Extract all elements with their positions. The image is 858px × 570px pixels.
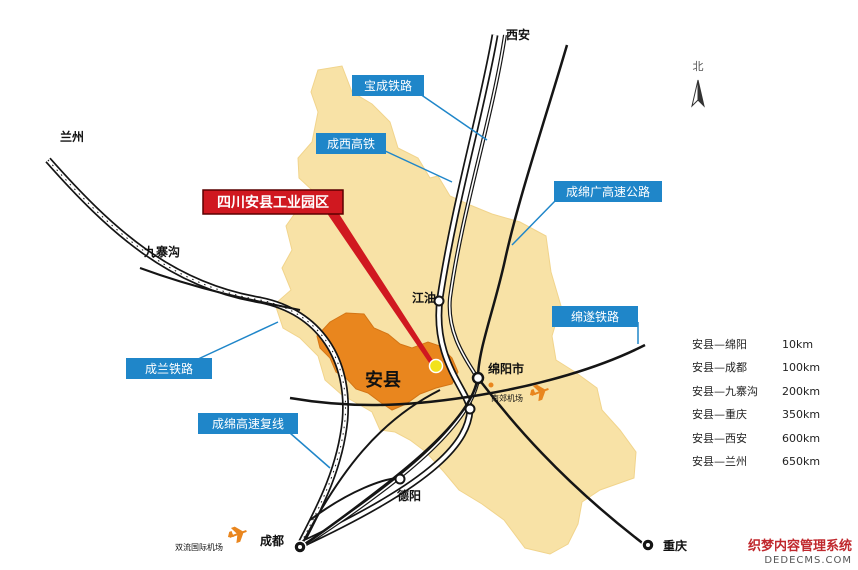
airport-label-shuangliu: 双流国际机场 <box>175 542 223 552</box>
jiuzhaigou-road <box>139 267 301 311</box>
callout-chenglan-label: 成兰铁路 <box>145 361 193 376</box>
compass: 北 <box>691 60 705 108</box>
city-label-chongqing: 重庆 <box>663 538 687 553</box>
callout-chengxi: 成西高铁 <box>316 133 386 154</box>
distance-route: 安县—西安 <box>692 431 747 445</box>
distance-route: 安县—成都 <box>692 361 747 375</box>
city-label-xian: 西安 <box>506 27 530 42</box>
airplane-icon <box>227 526 247 544</box>
airport-label-nanjiao: 南郊机场 <box>491 393 523 403</box>
title-pointer <box>322 206 436 367</box>
callout-chengmian-double: 成绵高速复线 <box>198 413 298 434</box>
nanjiao-airport-dot <box>488 382 494 388</box>
distance-value: 650km <box>782 454 821 468</box>
city-label-jiuzhaigou: 九寨沟 <box>143 244 180 259</box>
callout-baocheng-label: 宝成铁路 <box>364 78 412 93</box>
chengmianguang-expressway <box>299 44 569 550</box>
callout-suining: 绵遂铁路 <box>552 306 638 327</box>
suining-railway <box>289 343 646 407</box>
callout-chenglan: 成兰铁路 <box>126 358 212 379</box>
district-label: 安县 <box>365 369 401 391</box>
chongqing-road <box>477 377 646 546</box>
city-label-deyang: 德阳 <box>397 488 421 503</box>
city-label-chengdu: 成都 <box>260 533 284 548</box>
city-label-mianyang: 绵阳市 <box>488 361 524 376</box>
callout-chengmian-double-label: 成绵高速复线 <box>212 416 284 431</box>
distance-route: 安县—绵阳 <box>692 338 747 351</box>
distance-route: 安县—兰州 <box>692 454 747 468</box>
callout-chengxi-label: 成西高铁 <box>327 136 375 151</box>
distance-row: 安县—九寨沟 200km <box>692 380 842 403</box>
distance-value: 200km <box>782 384 821 398</box>
chengxi-railway <box>298 34 507 550</box>
watermark-line2: DEDECMS.COM <box>764 554 852 566</box>
distance-route: 安县—九寨沟 <box>692 384 758 398</box>
park-marker <box>428 358 444 374</box>
park-title: 四川安县工业园区 <box>202 189 344 215</box>
distance-route: 安县—重庆 <box>692 408 747 422</box>
station-deyang <box>394 473 406 485</box>
watermark: 织梦内容管理系统 DEDECMS.COM <box>747 538 852 566</box>
distance-value: 600km <box>782 431 821 445</box>
callout-suining-label: 绵遂铁路 <box>571 309 619 324</box>
station-junction <box>464 403 476 415</box>
distance-row: 安县—绵阳 10km <box>692 333 842 356</box>
airplane-icon <box>529 384 549 402</box>
city-label-jiangyou: 江油 <box>412 290 436 305</box>
city-label-lanzhou: 兰州 <box>60 129 84 144</box>
distance-table: 安县—绵阳 10km 安县—成都 100km 安县—九寨沟 200km 安县—重庆 350km… <box>692 333 842 473</box>
distance-row: 安县—西安 600km <box>692 427 842 450</box>
distance-value: 350km <box>782 408 821 422</box>
chengmian-double-expressway <box>299 389 441 549</box>
compass-label: 北 <box>693 60 704 73</box>
park-title-label: 四川安县工业园区 <box>217 194 329 211</box>
distance-value: 10km <box>782 338 814 351</box>
north-arrow-icon <box>691 79 705 108</box>
anxian-district <box>316 312 459 411</box>
station-mianyang <box>471 371 485 385</box>
distance-row: 安县—成都 100km <box>692 356 842 379</box>
watermark-line1: 织梦内容管理系统 <box>747 538 852 554</box>
station-jiangyou <box>433 295 445 307</box>
callout-chengmian-expressway: 成绵广高速公路 <box>554 181 662 202</box>
callout-baocheng: 宝成铁路 <box>352 75 424 96</box>
distance-row: 安县—兰州 650km <box>692 450 842 473</box>
deyang-connector <box>309 477 401 521</box>
baocheng-railway <box>298 34 499 549</box>
distance-value: 100km <box>782 361 821 375</box>
distance-row: 安县—重庆 350km <box>692 403 842 426</box>
station-markers <box>293 295 655 554</box>
callout-chengmian-expressway-label: 成绵广高速公路 <box>566 184 650 199</box>
callout-leaders <box>195 93 639 469</box>
chenglan-railway <box>45 157 350 547</box>
